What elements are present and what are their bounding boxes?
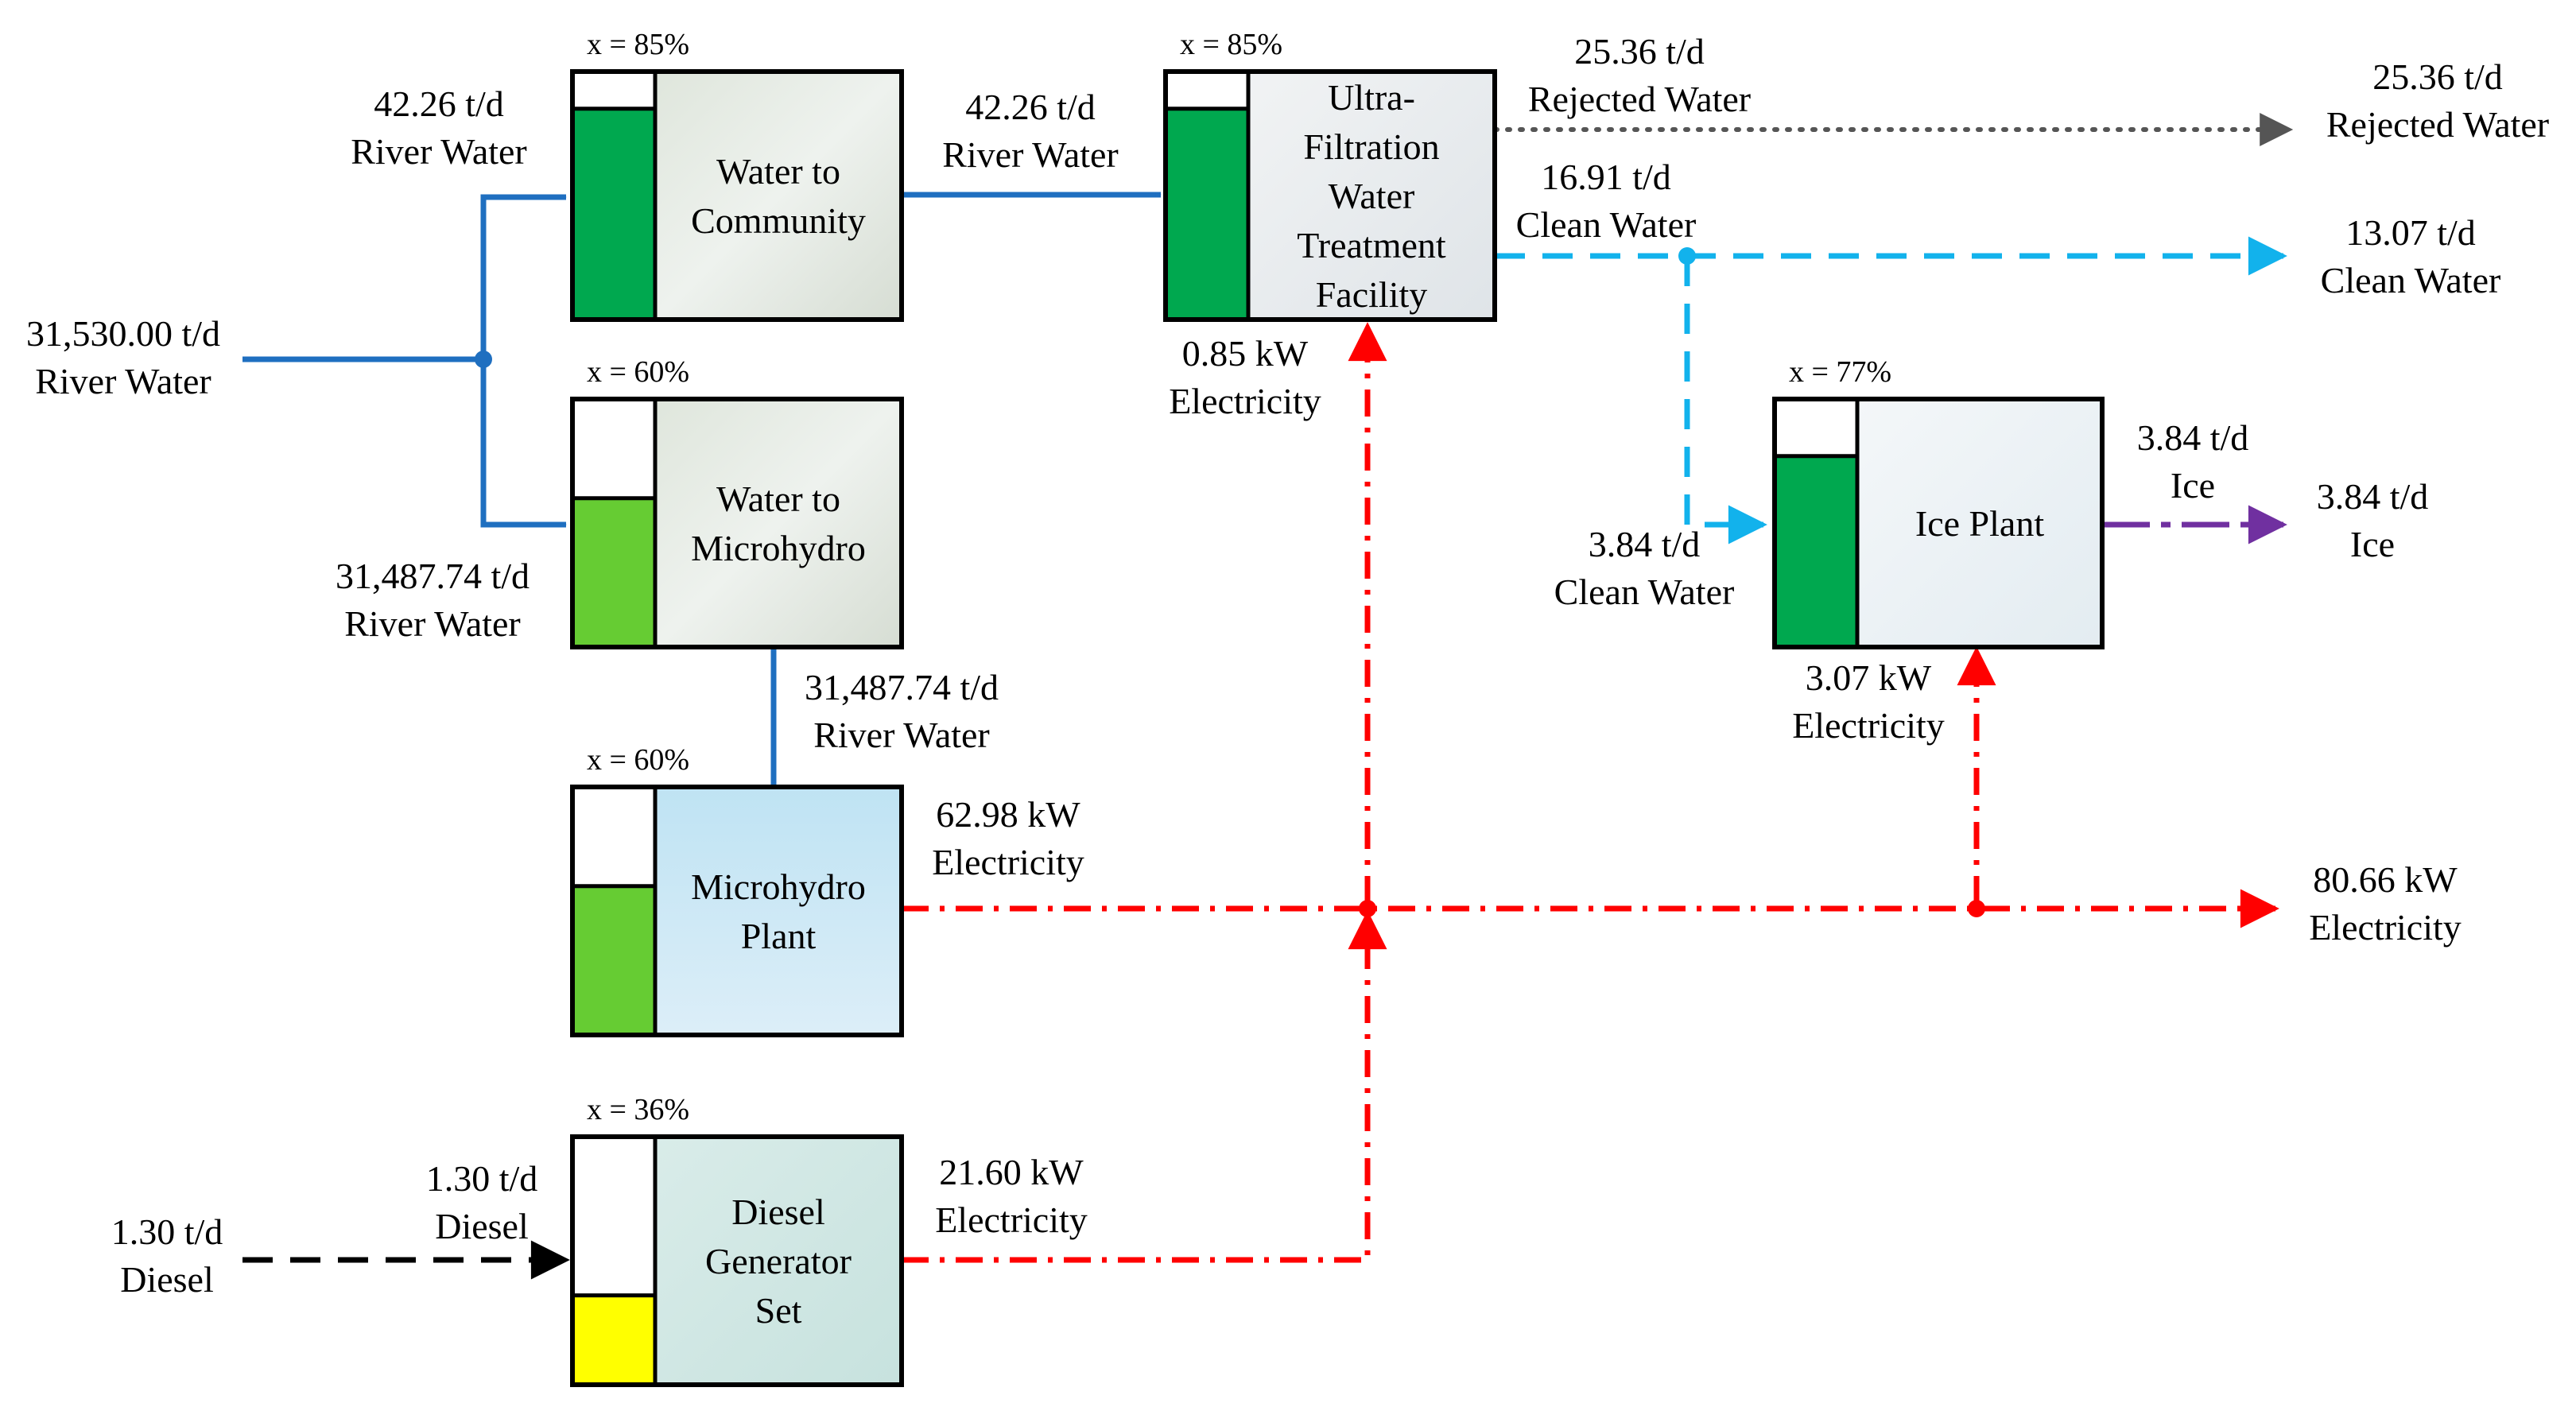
river-split-dot [475, 351, 492, 368]
exergy-label: x = 60% [587, 355, 689, 389]
unit-border [1163, 69, 1497, 322]
elec-junction-dot-uf [1359, 900, 1376, 917]
elec-junction-dot-ice [1968, 900, 1985, 917]
river-to-microhydro-line [480, 359, 567, 528]
unit-border [570, 785, 904, 1037]
efficiency-bar-fill [572, 886, 655, 1035]
unit-border [570, 69, 904, 322]
efficiency-bar-fill [1166, 108, 1248, 320]
electricity-lines [902, 322, 2279, 1263]
unit-name: Ice Plant [1915, 503, 2044, 544]
efficiency-bar-fill [572, 1295, 655, 1385]
exergy-label: x = 36% [587, 1093, 689, 1126]
exergy-label: x = 77% [1789, 355, 1891, 389]
unit-photo [1248, 72, 1495, 320]
exergy-label: x = 85% [587, 28, 689, 61]
unit-photo [655, 787, 902, 1035]
efficiency-bar-fill [1775, 455, 1857, 647]
unit-photo [655, 399, 902, 647]
exergy-label: x = 85% [1180, 28, 1282, 61]
river-water-lines [242, 192, 1162, 786]
unit-border [570, 1134, 904, 1387]
unit-border [1772, 397, 2105, 649]
clean-water-to-ice-line [1684, 256, 1767, 545]
efficiency-bar-fill [572, 108, 655, 320]
exergy-label: x = 60% [587, 743, 689, 777]
efficiency-bar-fill [572, 498, 655, 647]
clean-water-split-dot [1678, 247, 1696, 265]
unit-photo [655, 72, 902, 320]
clean-water-lines [1495, 236, 2287, 545]
unit-border [570, 397, 904, 649]
unit-photo [655, 1137, 902, 1385]
river-to-community-line [480, 194, 567, 359]
unit-photo [1857, 399, 2102, 647]
unit-ice_plant: x = 77% Ice Plant [1772, 355, 2105, 649]
